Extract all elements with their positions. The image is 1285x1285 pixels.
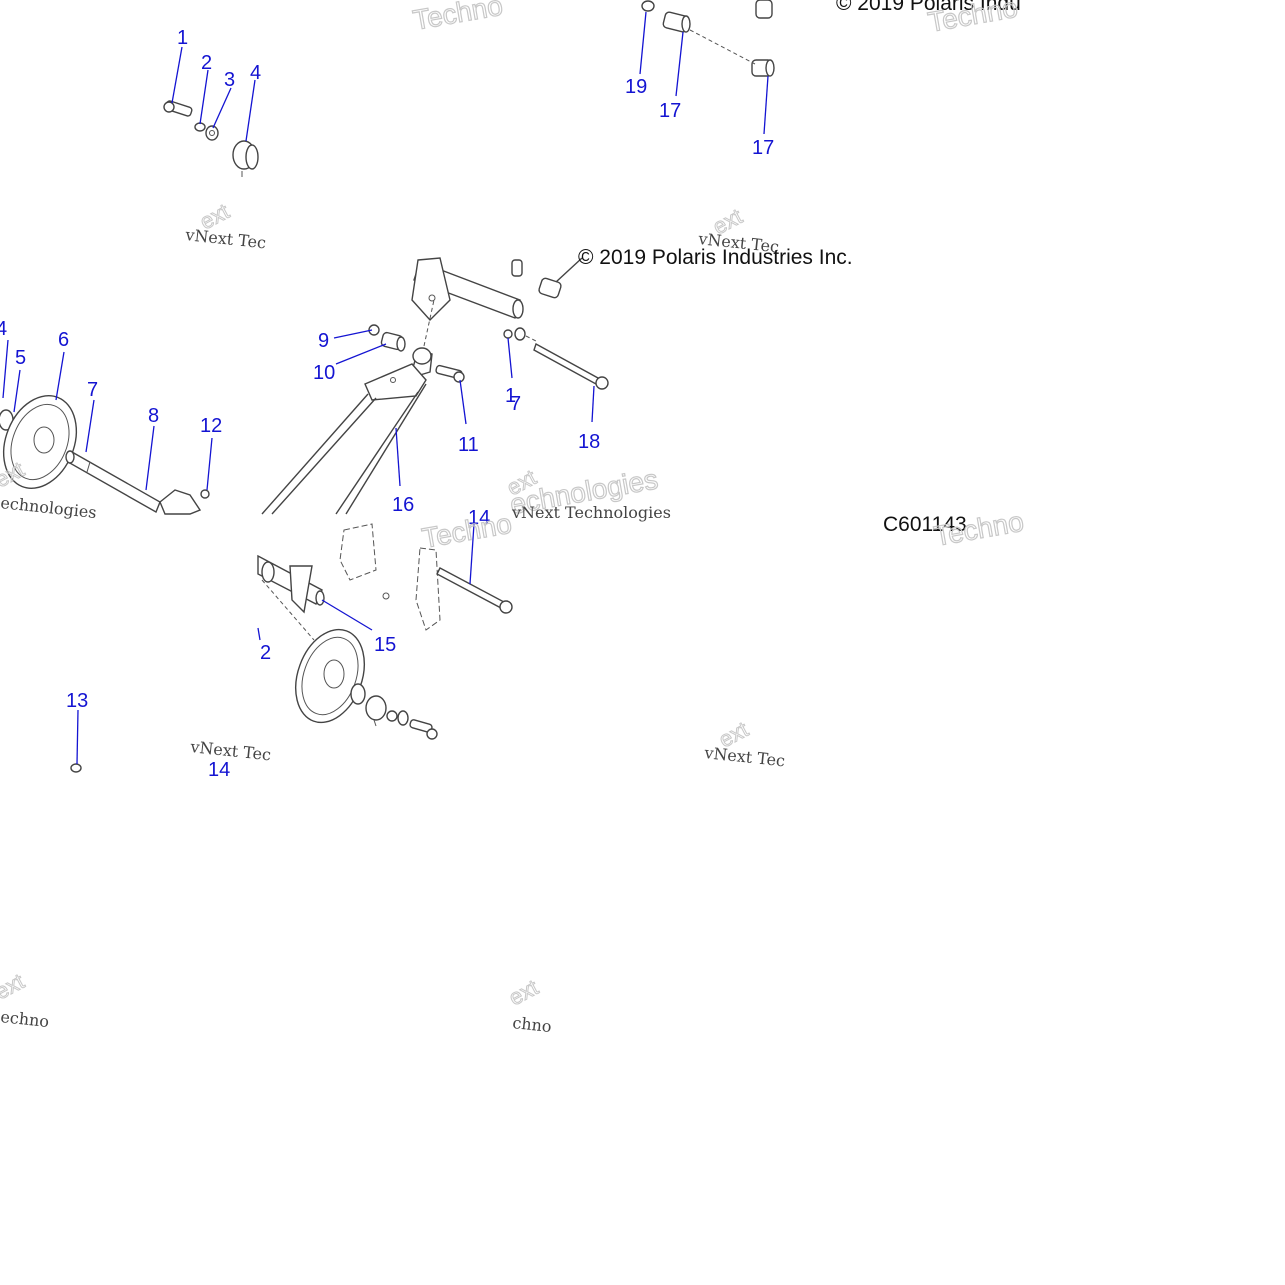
figure-code: C601143 (883, 513, 967, 536)
bolt-part (163, 100, 193, 117)
nut-part (503, 329, 513, 339)
wheel-part (3, 395, 77, 489)
bushing-part (380, 331, 406, 352)
callout-14: 14 (468, 507, 490, 529)
callout-19: 19 (625, 76, 647, 98)
callout-15: 15 (374, 634, 396, 656)
watermark-ext: ext (505, 975, 543, 1011)
axle-part (65, 450, 161, 514)
callout-10: 10 (313, 362, 335, 384)
watermark-technologies: echnologies (0, 493, 98, 522)
callout-1: 1 (177, 27, 188, 49)
tile-top-middle: 19 17 17 vNext Tec ext (625, 0, 780, 256)
bushing-part (751, 59, 775, 77)
callout-4b: 4 (0, 318, 7, 340)
tile-middle-right: C601143 Techno (883, 505, 1027, 552)
watermark-chno: chno (512, 1013, 553, 1036)
watermark-echno: echno (0, 1007, 50, 1031)
bushing-part (662, 11, 691, 33)
copyright-mid: © 2019 Polaris Industries Inc. (578, 246, 853, 269)
washer-part (397, 710, 409, 726)
washer-part (205, 125, 219, 141)
rail-tube-part (411, 257, 524, 322)
callout-11: 11 (458, 434, 479, 456)
callout-7: 7 (87, 379, 98, 401)
nut-part (641, 0, 655, 12)
bolt-part (436, 567, 513, 614)
tile-lower-right: vNext Tec ext (703, 716, 786, 770)
callout-9: 9 (318, 330, 329, 352)
bushing-part (232, 140, 259, 177)
o-ring-part (350, 683, 366, 705)
tile-middle-left: 4 5 6 7 8 12 ext echnologies (0, 318, 222, 522)
wheel-part (295, 628, 365, 724)
callout-16: 16 (392, 494, 414, 516)
watermark-vnext: vNext Tec (189, 737, 272, 764)
bolt-part (533, 342, 609, 390)
watermark-ext: ext (0, 969, 28, 1005)
bolt-part (435, 364, 465, 383)
tube-part (755, 0, 773, 19)
callout-14b: 14 (208, 759, 230, 781)
bushing-part (365, 695, 387, 727)
callout-2: 2 (201, 52, 212, 74)
callout-2b: 2 (260, 642, 271, 664)
tile-lower-left: 13 14 vNext Tec (66, 627, 272, 781)
bolt-part (409, 719, 438, 740)
callout-17b: 17 (752, 137, 774, 159)
callout-3: 3 (224, 69, 235, 91)
washer-part (514, 327, 526, 341)
washer-part (194, 122, 206, 132)
bracket-part (159, 489, 202, 515)
callout-13: 13 (66, 690, 88, 712)
callout-7b: 7 (510, 393, 521, 415)
callout-18: 18 (578, 431, 600, 453)
tile-top-left: 1 2 3 4 Techno vNext Tec ext (163, 0, 506, 252)
callout-17: 17 (659, 100, 681, 122)
watermark-techno: Techno (420, 508, 514, 554)
rail-tube-part (257, 554, 325, 614)
callout-8: 8 (148, 405, 159, 427)
tile-lower-center: 15 14 2 Techno vNext Technologies (257, 503, 671, 740)
callout-1b: 1 (505, 385, 516, 407)
torque-arm-part (261, 347, 433, 515)
callout-5: 5 (15, 347, 26, 369)
callout-12: 12 (200, 415, 222, 437)
tile-center: 9 10 11 16 1 7 18 © 2019 Polaris Industr… (261, 246, 853, 521)
callout-4: 4 (250, 62, 261, 84)
copyright-top: © 2019 Polaris Indu (836, 0, 1021, 15)
grease-fitting-part (200, 489, 210, 499)
tile-top-right: © 2019 Polaris Indu Techno (836, 0, 1021, 39)
washer-part (386, 710, 398, 722)
watermark-vnext: vNext Technologies (511, 503, 671, 522)
tile-bottom: ext echno ext chno (0, 968, 553, 1036)
watermark-vnext: vNext Tec (703, 743, 786, 770)
watermark-techno: Techno (926, 0, 1020, 38)
nut-part (70, 763, 82, 773)
callout-6: 6 (58, 329, 69, 351)
watermark-vnext: vNext Tec (184, 225, 267, 252)
watermark-techno: Techno (411, 0, 505, 36)
bushing-part (538, 257, 583, 299)
